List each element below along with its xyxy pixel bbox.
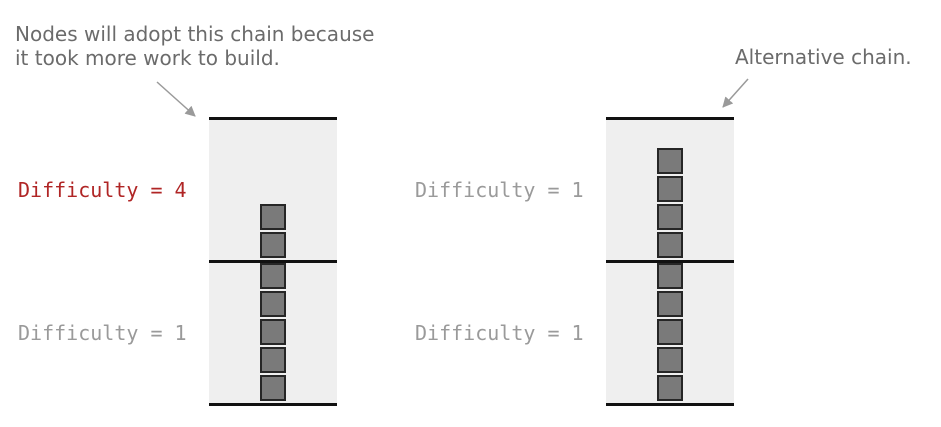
block: [657, 176, 683, 202]
block: [657, 319, 683, 345]
difficulty-label: Difficulty = 4: [18, 177, 187, 202]
chain-boundary-line: [209, 403, 337, 406]
block: [657, 291, 683, 317]
difficulty-label: Difficulty = 1: [18, 320, 187, 345]
right-arrow: [722, 78, 749, 108]
block: [260, 291, 286, 317]
alternative-chain-caption: Alternative chain.: [735, 45, 912, 69]
block: [260, 347, 286, 373]
caption-line-1: Nodes will adopt this chain because: [15, 22, 375, 46]
block: [260, 375, 286, 401]
block: [657, 232, 683, 258]
segment-divider: [606, 260, 734, 263]
chain-boundary-line: [606, 403, 734, 406]
adopted-chain-caption: Nodes will adopt this chain because it t…: [15, 22, 374, 70]
block: [657, 375, 683, 401]
block: [260, 319, 286, 345]
block: [657, 347, 683, 373]
chain-boundary-line: [606, 117, 734, 120]
chain-boundary-line: [209, 117, 337, 120]
block: [260, 232, 286, 258]
block: [260, 263, 286, 289]
difficulty-label: Difficulty = 1: [415, 320, 584, 345]
left-arrow: [156, 81, 196, 117]
block: [657, 263, 683, 289]
caption-line-2: it took more work to build.: [15, 46, 280, 70]
segment-divider: [209, 260, 337, 263]
block: [260, 204, 286, 230]
difficulty-label: Difficulty = 1: [415, 177, 584, 202]
block: [657, 204, 683, 230]
block: [657, 148, 683, 174]
